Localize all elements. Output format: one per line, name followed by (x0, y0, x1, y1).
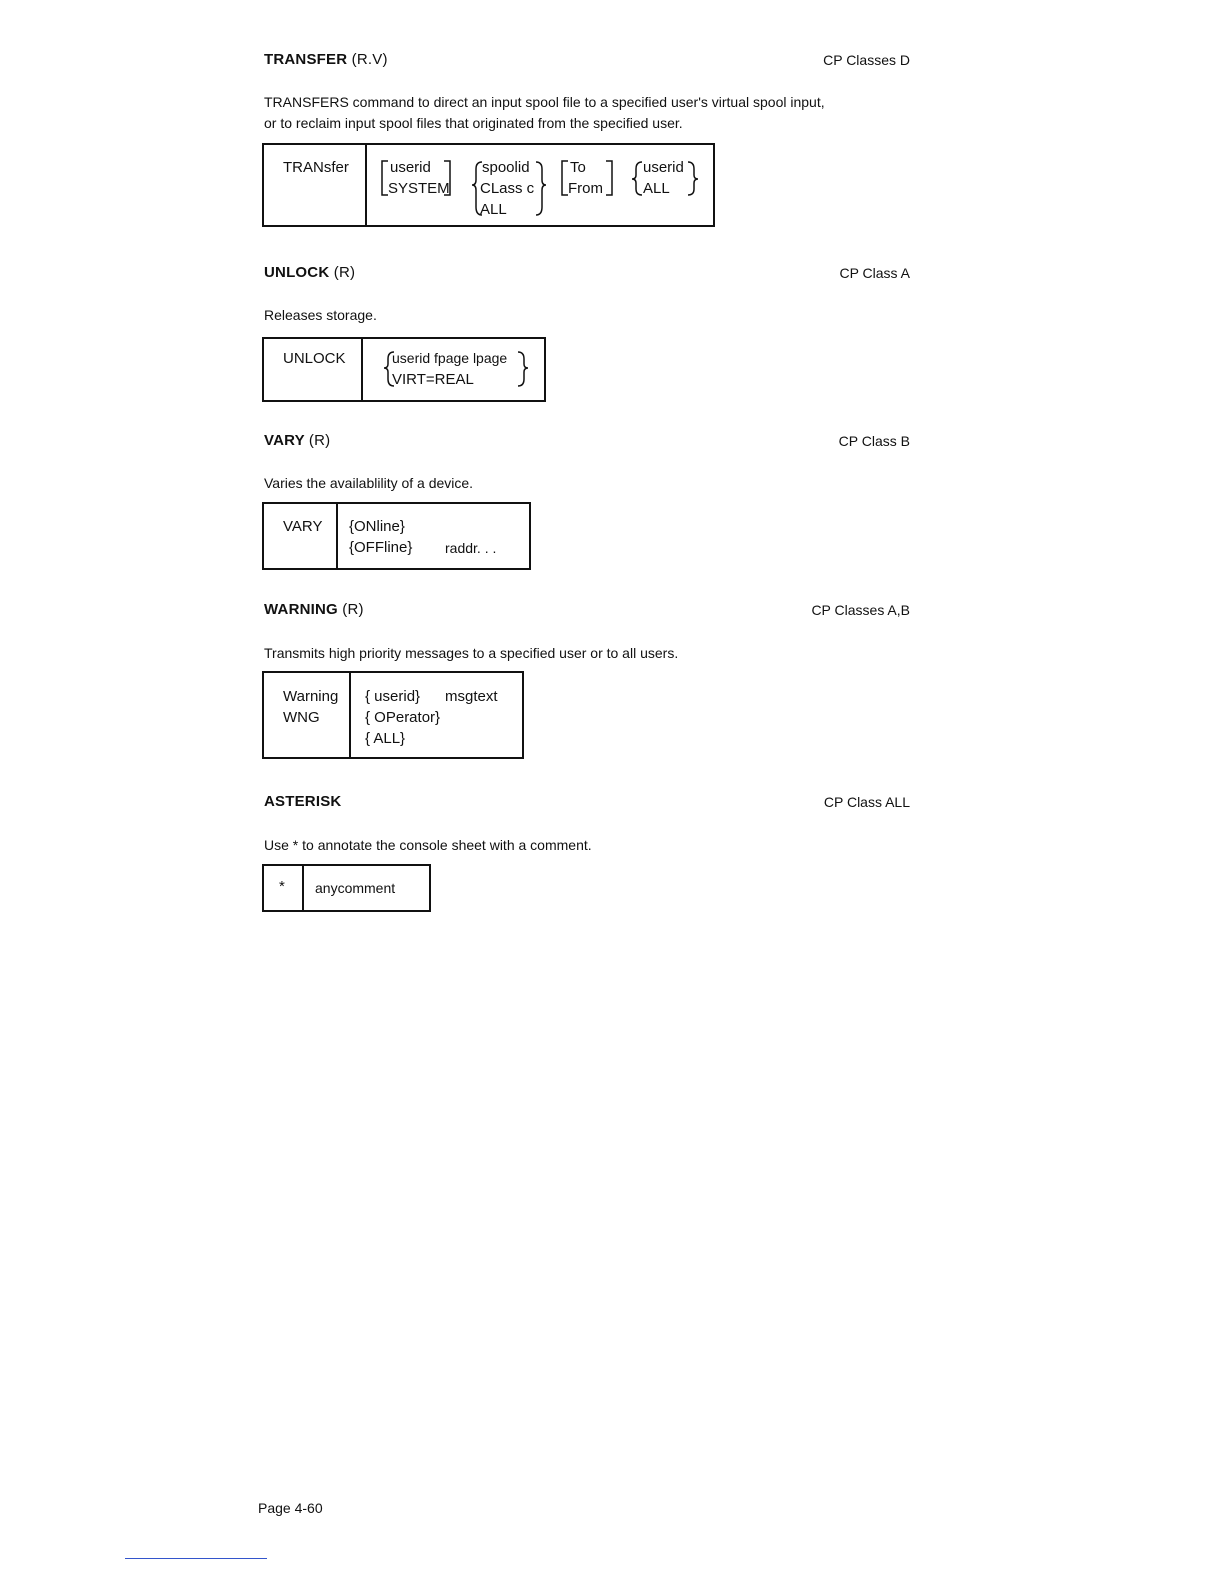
vary-heading: VARY (R) (264, 432, 330, 449)
transfer-class: CP Classes D (823, 52, 910, 68)
vary-operand-raddr: raddr. . . (445, 540, 497, 556)
unlock-description: Releases storage. (264, 307, 377, 323)
transfer-opt-from: From (568, 180, 603, 197)
unlock-args: (R) (333, 264, 356, 281)
warning-syntax-box: Warning WNG { userid} { OPerator} { ALL}… (262, 671, 524, 759)
warning-title: WARNING (264, 601, 338, 618)
warning-class: CP Classes A,B (811, 602, 910, 618)
asterisk-heading: ASTERISK (264, 793, 341, 810)
vary-opt-online: {ONline} (349, 518, 405, 535)
vary-description: Varies the availablility of a device. (264, 475, 474, 491)
page-number: Page 4-60 (258, 1500, 323, 1516)
warning-operand-msgtext: msgtext (445, 688, 498, 705)
asterisk-title: ASTERISK (264, 793, 342, 810)
asterisk-description: Use * to annotate the console sheet with… (264, 837, 592, 853)
vary-title: VARY (264, 432, 305, 449)
warning-opt-userid: { userid} (365, 688, 421, 705)
warning-opt-all: { ALL} (365, 730, 406, 747)
unlock-opt-userid-pages: userid fpage lpage (392, 350, 508, 366)
warning-command: Warning (283, 688, 339, 705)
unlock-brackets (383, 351, 529, 387)
vary-opt-offline: {OFFline} (349, 539, 413, 556)
transfer-args: (R.V) (351, 51, 388, 68)
asterisk-syntax-box: * anycomment (262, 864, 431, 912)
vary-command-cell (264, 504, 338, 568)
transfer-heading: TRANSFER (R.V) (264, 51, 388, 68)
warning-command-abbrev: WNG (283, 709, 320, 726)
transfer-opt-userid: userid (390, 159, 431, 176)
transfer-title: TRANSFER (264, 51, 348, 68)
transfer-opt-spoolid: spoolid (482, 159, 530, 176)
transfer-opt-class: CLass c (480, 180, 535, 197)
warning-command-cell (264, 673, 351, 757)
transfer-description: TRANSFERS command to direct an input spo… (264, 92, 924, 134)
transfer-opt-to: To (570, 159, 586, 176)
unlock-opt-virt-real: VIRT=REAL (392, 371, 474, 388)
warning-args: (R) (342, 601, 364, 618)
transfer-desc-line1: TRANSFERS command to direct an input spo… (264, 94, 825, 110)
unlock-command: UNLOCK (283, 350, 346, 367)
asterisk-command-cell (264, 866, 304, 910)
transfer-command: TRANsfer (283, 159, 349, 176)
warning-heading: WARNING (R) (264, 601, 364, 618)
transfer-syntax-box: TRANsfer userid SYSTEM spoolid CLass c A… (262, 143, 715, 227)
unlock-class: CP Class A (839, 265, 910, 281)
unlock-title: UNLOCK (264, 264, 330, 281)
asterisk-class: CP Class ALL (823, 794, 910, 810)
transfer-brackets (381, 160, 699, 216)
footer-rule (125, 1558, 267, 1559)
vary-syntax-box: VARY {ONline} {OFFline} raddr. . . (262, 502, 531, 570)
transfer-opt-target-all: ALL (643, 180, 670, 197)
transfer-desc-line2: or to reclaim input spool files that ori… (264, 115, 683, 131)
asterisk-operand-anycomment: anycomment (315, 880, 396, 896)
vary-command: VARY (283, 518, 323, 535)
transfer-command-cell (264, 145, 367, 225)
vary-class: CP Class B (838, 433, 910, 449)
unlock-command-cell (264, 339, 363, 400)
warning-description: Transmits high priority messages to a sp… (264, 645, 679, 661)
vary-args: (R) (308, 432, 331, 449)
unlock-syntax-box: UNLOCK userid fpage lpage VIRT=REAL (262, 337, 546, 402)
unlock-heading: UNLOCK (R) (264, 264, 355, 281)
transfer-opt-system: SYSTEM (388, 180, 450, 197)
warning-opt-operator: { OPerator} (365, 709, 441, 726)
asterisk-command: * (279, 878, 285, 895)
transfer-opt-all: ALL (480, 201, 507, 218)
transfer-opt-target-userid: userid (643, 159, 684, 176)
